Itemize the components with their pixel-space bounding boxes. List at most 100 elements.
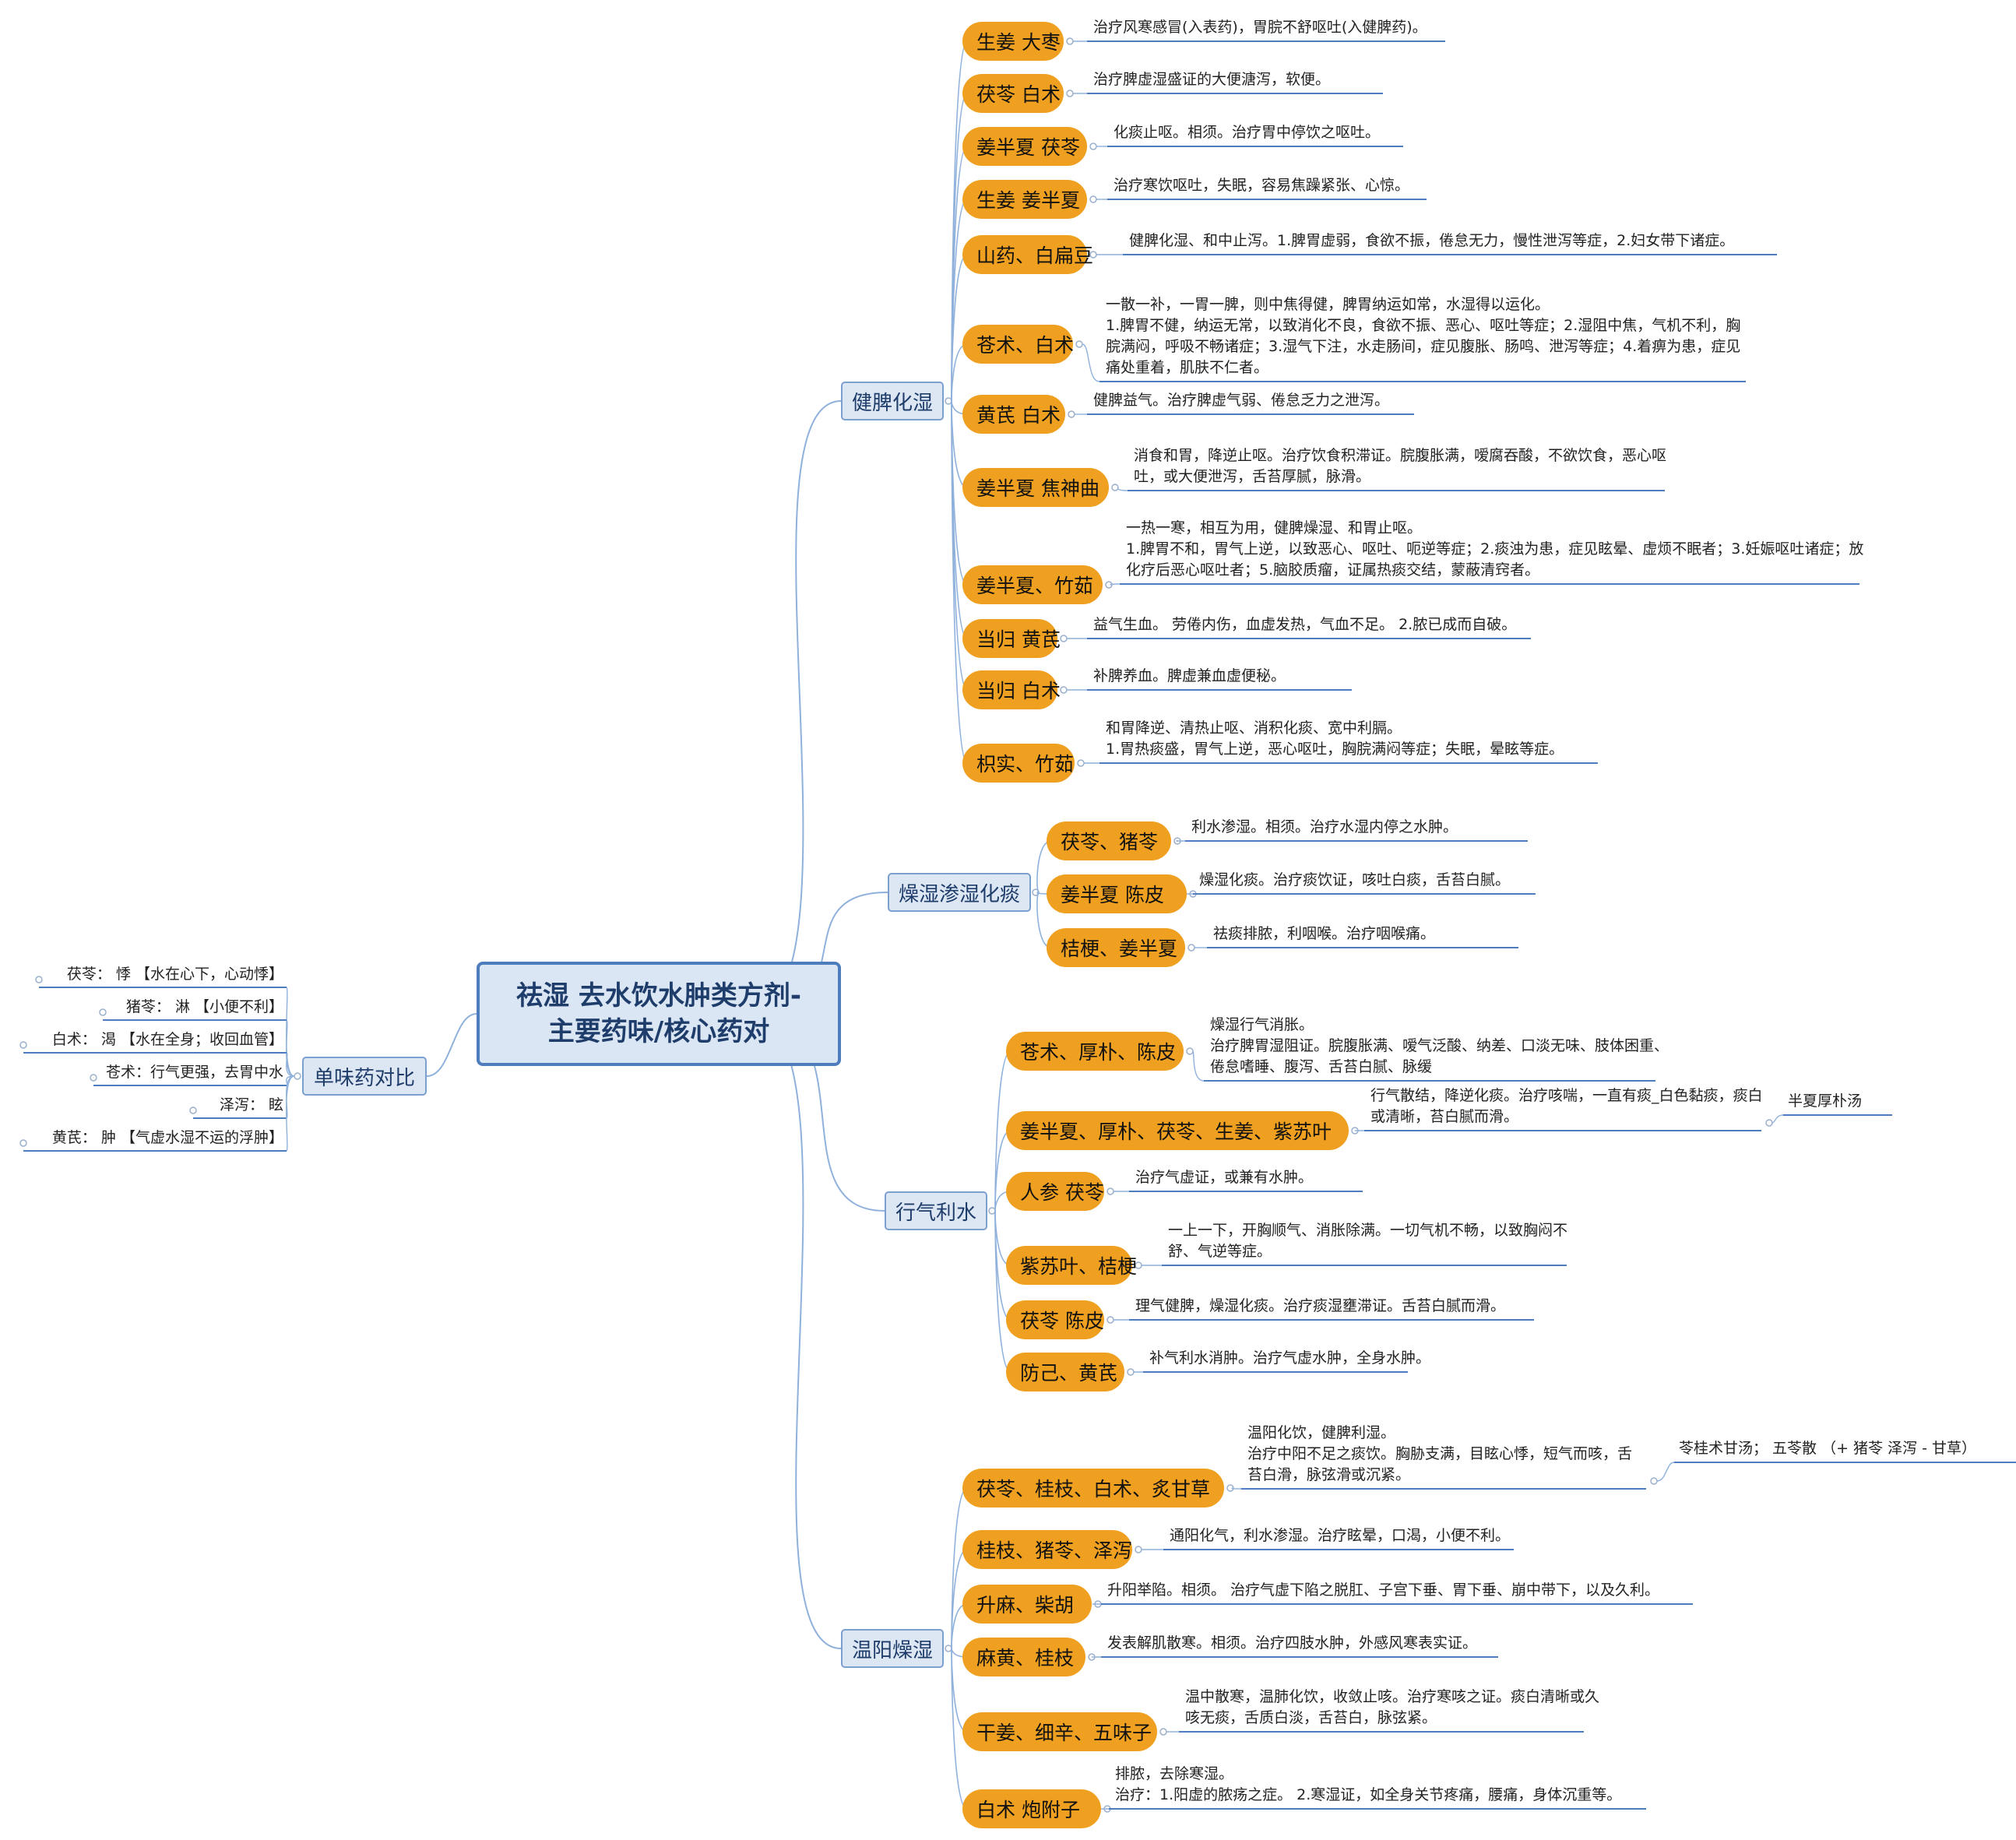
branch-4[interactable]: 温阳燥湿 [841,1629,944,1668]
herb-pair-name: 黄芪 白术 [976,404,1061,427]
herb-pair[interactable]: 生姜 姜半夏 [962,180,1087,219]
description-line: 补气利水消肿。治疗气虚水肿，全身水肿。 [1149,1349,1431,1367]
herb-pair[interactable]: 苍术、白术 [962,325,1075,364]
single-herb-item: 苍术：行气更强，去胃中水 [105,1064,283,1081]
herb-pair[interactable]: 姜半夏 焦神曲 [962,468,1109,507]
herb-pair-description: 燥湿行气消胀。治疗脾胃湿阻证。脘腹胀满、嗳气泛酸、纳差、口淡无味、肢体困重、倦怠… [1210,1015,1669,1078]
herb-pair[interactable]: 黄芪 白术 [962,395,1065,434]
description-line: 一散一补，一胃一脾，则中焦得健，脾胃纳运如常，水湿得以运化。 [1106,296,1550,313]
herb-pair-description: 一热一寒，相互为用，健脾燥湿、和胃止呕。 1.脾胃不和，胃气上逆，以致恶心、呕吐、… [1126,518,1874,581]
herb-pair-name: 当归 黄芪 [976,628,1061,651]
description-line: 1.胃热痰盛，胃气上逆，恶心呕吐，胸脘满闷等症；失眠，晕眩等症。 [1106,741,1564,758]
herb-pair[interactable]: 白术 炮附子 [962,1789,1101,1828]
herb-pair[interactable]: 姜半夏 陈皮 [1047,874,1187,913]
herb-pair-name: 紫苏叶、桔梗 [1020,1255,1138,1278]
root-title-line-1: 祛湿 去水饮水肿类方剂- [516,980,801,1011]
herb-pair-name: 桂枝、猪苓、泽泻 [976,1539,1133,1562]
herb-pair-name: 生姜 姜半夏 [976,189,1080,212]
herb-pair[interactable]: 紫苏叶、桔梗 [1006,1246,1137,1285]
root-topic[interactable]: 祛湿 去水饮水肿类方剂- 主要药味/核心药对 [477,962,841,1066]
herb-pair[interactable]: 生姜 大枣 [962,22,1064,61]
herb-pair-description: 补脾养血。脾虚兼血虚便秘。 [1093,666,1498,687]
herb-pair-name: 茯苓、猪苓 [1061,831,1159,853]
herb-pair-name: 苍术、白术 [976,334,1075,357]
herb-pair-description: 行气散结，降逆化痰。治疗咳喘，一直有痰_白色黏痰，痰白或清晰，苔白腻而滑。 [1370,1085,1775,1128]
description-line: 利水渗湿。相须。治疗水湿内停之水肿。 [1191,818,1458,836]
formula-note: 苓桂术甘汤； 五苓散 （+ 猪苓 泽泻 - 甘草） [1679,1440,1977,1457]
description-line: 消食和胃，降逆止呕。治疗饮食积滞证。脘腹胀满，嗳腐吞酸，不欲饮食，恶心呕吐，或大… [1134,447,1667,485]
description-line: 温中散寒，温肺化饮，收敛止咳。治疗寒咳之证。痰白清晰或久咳无痰，舌质白淡，舌苔白… [1185,1688,1600,1726]
herb-pair[interactable]: 升麻、柴胡 [962,1585,1092,1624]
herb-pair-description: 升阳举陷。相须。 治疗气虚下陷之脱肛、子宫下垂、胃下垂、崩中带下，以及久利。 [1107,1580,1699,1601]
herb-pair[interactable]: 桂枝、猪苓、泽泻 [962,1530,1132,1569]
herb-pair-description: 排脓，去除寒湿。治疗：1.阳虚的脓疡之症。 2.寒湿证，如全身关节疼痛，腰痛，身… [1115,1764,1676,1806]
herb-pair-description: 益气生血。 劳倦内伤，血虚发热，气血不足。 2.脓已成而自破。 [1093,614,1576,635]
herb-pair-description: 通阳化气，利水渗湿。治疗眩晕，口渴，小便不利。 [1170,1525,1559,1546]
single-herb-item: 茯苓： 悸 【水在心下，心动悸】 [66,966,283,983]
root-title-line-2: 主要药味/核心药对 [547,1016,770,1047]
herb-pair[interactable]: 当归 白术 [962,670,1061,709]
herb-pair[interactable]: 姜半夏 茯苓 [962,127,1087,166]
description-line: 一上一下，开胸顺气、消胀除满。一切气机不畅，以致胸闷不舒、气逆等症。 [1168,1222,1568,1260]
herb-pair[interactable]: 干姜、细辛、五味子 [962,1712,1157,1751]
herb-pair-name: 茯苓 陈皮 [1020,1310,1104,1332]
description-line: 1.脾胃不健，纳运无常，以致消化不良，食欲不振、恶心、呕吐等症；2.湿阻中焦，气… [1106,317,1741,376]
herb-pair[interactable]: 防己、黄芪 [1006,1353,1124,1391]
herb-pair-description: 健脾益气。治疗脾虚气弱、倦怠乏力之泄泻。 [1093,390,1529,411]
herb-pair-description: 温中散寒，温肺化饮，收敛止咳。治疗寒咳之证。痰白清晰或久咳无痰，舌质白淡，舌苔白… [1185,1687,1606,1729]
herb-pair-name: 枳实、竹茹 [976,753,1075,776]
herb-pair[interactable]: 茯苓 陈皮 [1006,1300,1104,1339]
branch-3[interactable]: 行气利水 [885,1191,987,1230]
single-herb-item: 猪苓： 淋 【小便不利】 [125,998,283,1015]
herb-pair[interactable]: 茯苓 白术 [962,74,1064,113]
herb-pair[interactable]: 茯苓、猪苓 [1047,821,1171,860]
description-line: 通阳化气，利水渗湿。治疗眩晕，口渴，小便不利。 [1170,1527,1511,1544]
herb-pair[interactable]: 姜半夏、厚朴、茯苓、生姜、紫苏叶 [1006,1111,1349,1150]
herb-pair-name: 人参 茯苓 [1020,1181,1104,1204]
herb-pair[interactable]: 山药、白扁豆 [962,235,1093,274]
description-line: 行气散结，降逆化痰。治疗咳喘，一直有痰_白色黏痰，痰白或清晰，苔白腻而滑。 [1370,1087,1763,1125]
branch-title: 单味药对比 [313,1066,415,1090]
herb-pair[interactable]: 当归 黄芪 [962,619,1061,658]
description-line: 健脾化湿、和中止泻。1.脾胃虚弱，食欲不振，倦怠无力，慢性泄泻等症，2.妇女带下… [1129,232,1735,249]
description-line: 1.脾胃不和，胃气上逆，以致恶心、呕吐、呃逆等症；2.痰浊为患，症见眩晕、虚烦不… [1126,540,1864,579]
herb-pair-name: 山药、白扁豆 [976,245,1094,267]
herb-pair-description: 一上一下，开胸顺气、消胀除满。一切气机不畅，以致胸闷不舒、气逆等症。 [1168,1220,1589,1262]
herb-pair-description: 祛痰排脓，利咽喉。治疗咽喉痛。 [1213,924,1603,945]
branch-title: 燥湿渗湿化痰 [898,882,1020,906]
description-line: 温阳化饮，健脾利湿。 [1247,1424,1396,1441]
herb-pair-name: 茯苓 白术 [976,83,1061,106]
herb-pair[interactable]: 枳实、竹茹 [962,744,1075,783]
herb-pair-name: 干姜、细辛、五味子 [976,1722,1152,1744]
herb-pair-name: 升麻、柴胡 [976,1594,1075,1617]
herb-pair-description: 利水渗湿。相须。治疗水湿内停之水肿。 [1191,817,1581,838]
herb-pair-name: 麻黄、桂枝 [976,1647,1075,1669]
herb-pair-name: 姜半夏 茯苓 [976,136,1080,159]
branch-2[interactable]: 燥湿渗湿化痰 [888,873,1031,912]
herb-pair[interactable]: 桔梗、姜半夏 [1047,928,1185,967]
description-line: 补脾养血。脾虚兼血虚便秘。 [1093,667,1286,684]
herb-pair-description: 治疗脾虚湿盛证的大便溏泻，软便。 [1093,69,1483,90]
herb-pair-description: 发表解肌散寒。相须。治疗四肢水肿，外感风寒表实证。 [1107,1633,1528,1654]
herb-pair[interactable]: 姜半夏、竹茹 [962,565,1103,604]
description-line: 一热一寒，相互为用，健脾燥湿、和胃止呕。 [1126,519,1423,537]
herb-pair[interactable]: 人参 茯苓 [1006,1172,1104,1211]
branch-title: 温阳燥湿 [851,1638,933,1662]
branch-title: 健脾化湿 [851,391,933,415]
herb-pair-description: 温阳化饮，健脾利湿。治疗中阳不足之痰饮。胸胁支满，目眩心悸，短气而咳，舌苔白滑，… [1247,1423,1637,1486]
branch-single-herb-comparison[interactable]: 单味药对比 [302,1057,427,1096]
herb-pair-name: 姜半夏、竹茹 [976,575,1094,597]
herb-pair[interactable]: 苍术、厚朴、陈皮 [1006,1032,1184,1071]
herb-pair[interactable]: 茯苓、桂枝、白术、炙甘草 [962,1469,1224,1508]
herb-pair-description: 治疗气虚证，或兼有水肿。 [1135,1167,1525,1188]
formula-note: 半夏厚朴汤 [1788,1092,1863,1110]
branch-1[interactable]: 健脾化湿 [841,382,944,420]
description-line: 燥湿化痰。治疗痰饮证，咳吐白痰，舌苔白腻。 [1199,871,1511,888]
herb-pair-description: 治疗寒饮呕吐，失眠，容易焦躁紧张、心惊。 [1114,175,1550,196]
description-line: 祛痰排脓，利咽喉。治疗咽喉痛。 [1213,925,1436,942]
description-line: 健脾益气。治疗脾虚气弱、倦怠乏力之泄泻。 [1093,392,1390,409]
herb-pair-description: 健脾化湿、和中止泻。1.脾胃虚弱，食欲不振，倦怠无力，慢性泄泻等症，2.妇女带下… [1129,230,1791,252]
single-herb-item: 白术： 渴 【水在全身；收回血管】 [51,1031,283,1048]
herb-pair[interactable]: 麻黄、桂枝 [962,1638,1085,1676]
